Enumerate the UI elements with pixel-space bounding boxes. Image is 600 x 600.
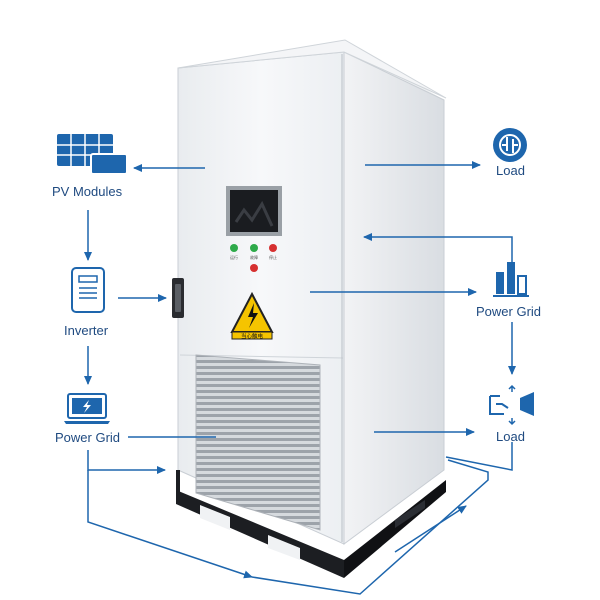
label-load-top: Load	[496, 163, 525, 178]
arrow-grid-to-cabinet-right	[363, 233, 513, 264]
solar-panel-icon	[57, 134, 128, 175]
stop-indicator	[269, 244, 277, 252]
flow-arrows	[84, 161, 516, 595]
cabinet-base	[176, 490, 344, 578]
inverter-icon	[71, 267, 105, 313]
label-power-grid-right: Power Grid	[476, 304, 542, 319]
cabinet: 运行 故障 停止 当心触电	[172, 39, 447, 578]
label-inverter: Inverter	[64, 323, 109, 338]
label-pv-modules: PV Modules	[52, 184, 123, 199]
label-power-grid-left: Power Grid	[55, 430, 121, 445]
vent-grille	[195, 354, 321, 531]
arrow-bottom-loop	[87, 470, 253, 579]
cabinet-side	[343, 51, 445, 545]
power-circle-icon	[493, 128, 527, 162]
laptop-lightning-icon	[64, 393, 110, 424]
fault-indicator	[250, 244, 258, 252]
emergency-button	[250, 264, 258, 272]
button-label-2: 故障	[250, 254, 258, 260]
arrow-grid-to-base-left	[87, 450, 166, 474]
arrow-bottom-loop-right	[251, 459, 489, 595]
warning-label: 当心触电	[241, 332, 264, 340]
button-label-3: 停止	[269, 254, 277, 260]
arrow-load-bottom-loop	[445, 442, 513, 471]
button-label-1: 运行	[230, 254, 238, 260]
load-switch-icon	[489, 384, 534, 426]
label-load-bottom: Load	[496, 429, 525, 444]
bar-chart-icon	[493, 262, 529, 297]
run-indicator	[230, 244, 238, 252]
warning-sign: 当心触电	[230, 291, 274, 340]
